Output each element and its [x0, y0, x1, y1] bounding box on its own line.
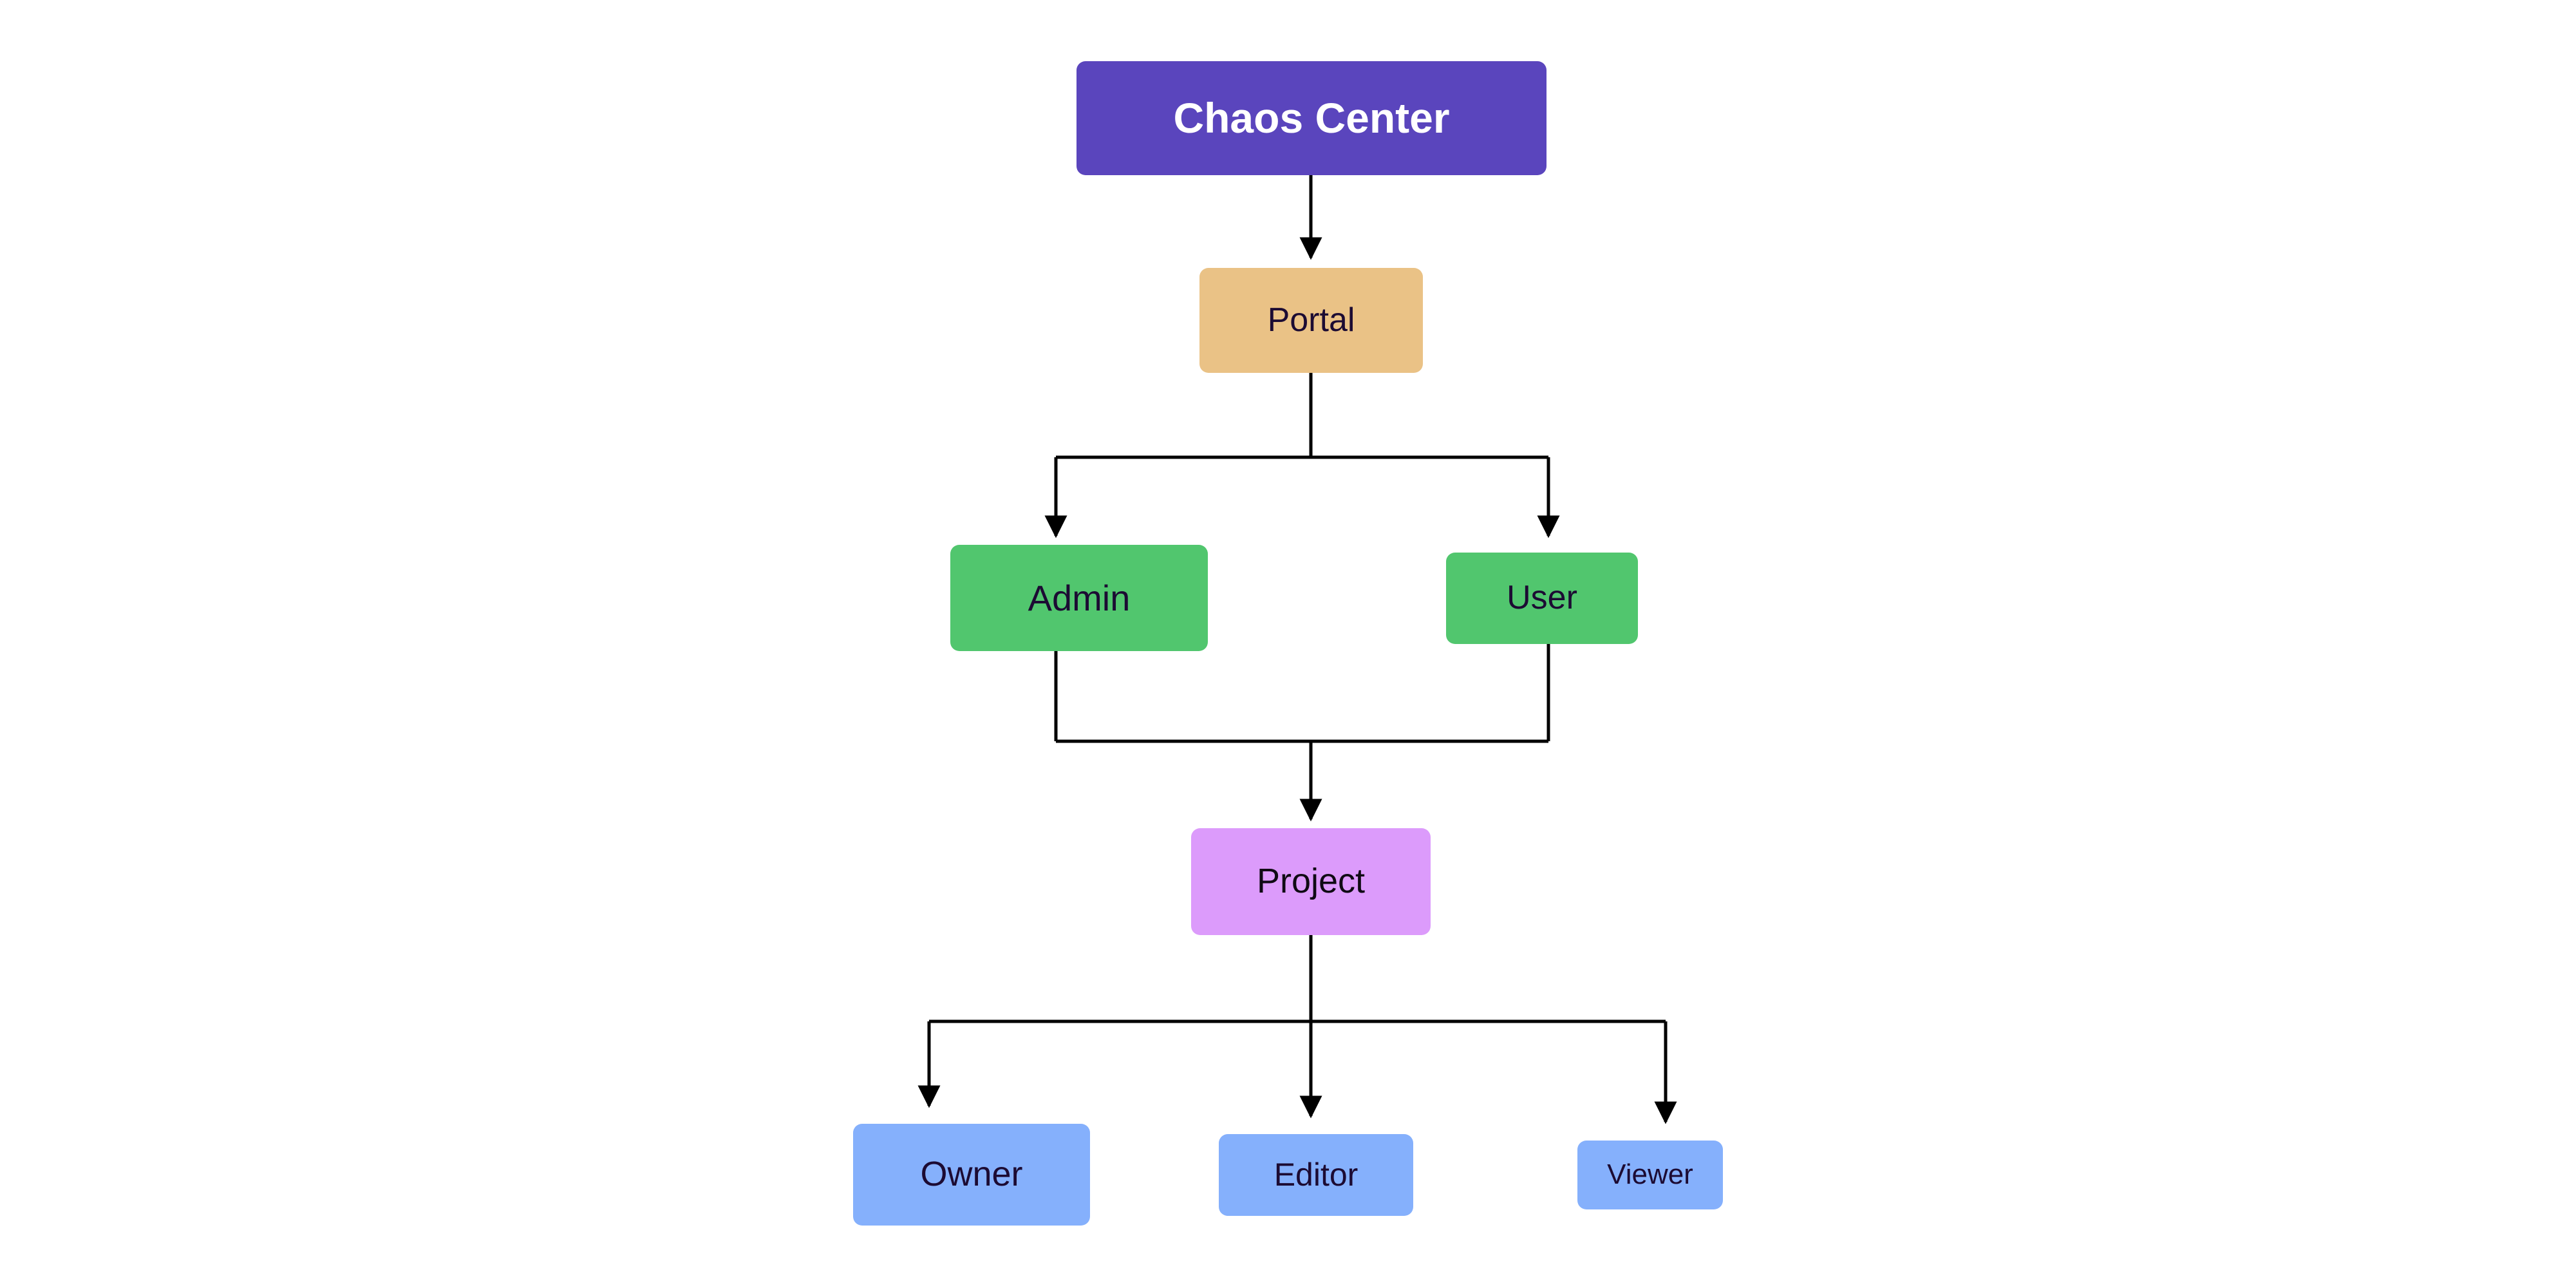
node-admin-label: Admin — [1028, 577, 1131, 618]
node-editor[interactable]: Editor — [1219, 1134, 1413, 1216]
node-user[interactable]: User — [1446, 553, 1638, 644]
node-project[interactable]: Project — [1191, 828, 1431, 935]
node-portal[interactable]: Portal — [1199, 268, 1423, 373]
node-viewer-label: Viewer — [1607, 1159, 1693, 1191]
node-chaos-center[interactable]: Chaos Center — [1076, 61, 1547, 175]
node-owner[interactable]: Owner — [853, 1124, 1090, 1226]
node-viewer[interactable]: Viewer — [1577, 1141, 1723, 1209]
node-chaos-center-label: Chaos Center — [1173, 94, 1450, 142]
node-owner-label: Owner — [920, 1155, 1023, 1194]
node-project-label: Project — [1256, 862, 1366, 901]
node-admin[interactable]: Admin — [950, 545, 1208, 651]
node-user-label: User — [1507, 579, 1577, 617]
node-editor-label: Editor — [1274, 1157, 1359, 1193]
node-portal-label: Portal — [1267, 301, 1355, 339]
